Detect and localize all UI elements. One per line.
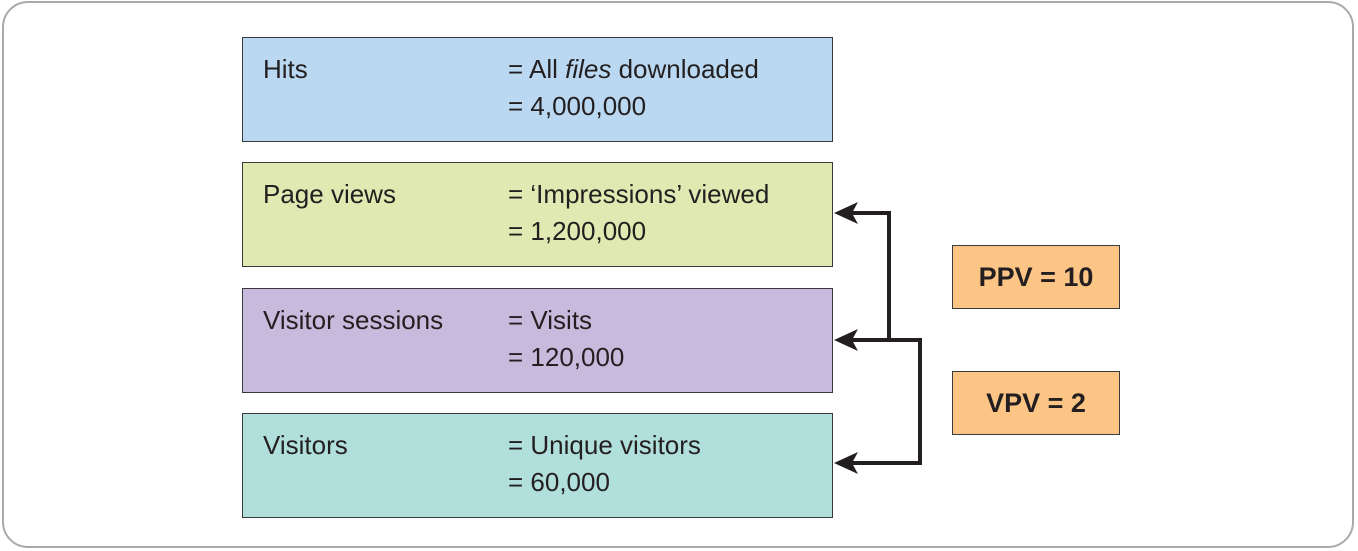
metric-name: Visitor sessions (263, 305, 444, 335)
arrowhead-visitors (834, 452, 858, 474)
arrowhead-page-views (834, 202, 858, 224)
definition-text: = All (508, 54, 566, 84)
metric-value: = 60,000 (508, 467, 610, 497)
metric-name: Visitors (263, 430, 348, 460)
arrowhead-visitor-sessions (834, 329, 858, 351)
vpv-connector (849, 338, 922, 465)
metric-value: = 1,200,000 (508, 216, 647, 246)
metric-definition: = Visits (508, 305, 593, 335)
ppv-connector (849, 211, 891, 342)
definition-emphasis: files (565, 54, 612, 84)
metric-box-visitor-sessions: Visitor sessions = Visits = 120,000 (242, 288, 833, 393)
metric-box-hits: Hits = All files downloaded = 4,000,000 (242, 37, 833, 142)
metric-name: Page views (263, 179, 396, 209)
metric-definition: = Unique visitors (508, 430, 701, 460)
ratio-box-ppv: PPV = 10 (952, 245, 1120, 309)
metric-box-visitors: Visitors = Unique visitors = 60,000 (242, 413, 833, 518)
ratio-box-vpv: VPV = 2 (952, 371, 1120, 435)
metric-value: = 120,000 (508, 342, 625, 372)
metric-definition: = ‘Impressions’ viewed (508, 179, 770, 209)
metric-value: = 4,000,000 (508, 91, 647, 121)
metric-definition: = All files downloaded (508, 54, 759, 85)
definition-text: downloaded (611, 54, 759, 84)
metric-name: Hits (263, 54, 308, 84)
metric-box-page-views: Page views = ‘Impressions’ viewed = 1,20… (242, 162, 833, 267)
